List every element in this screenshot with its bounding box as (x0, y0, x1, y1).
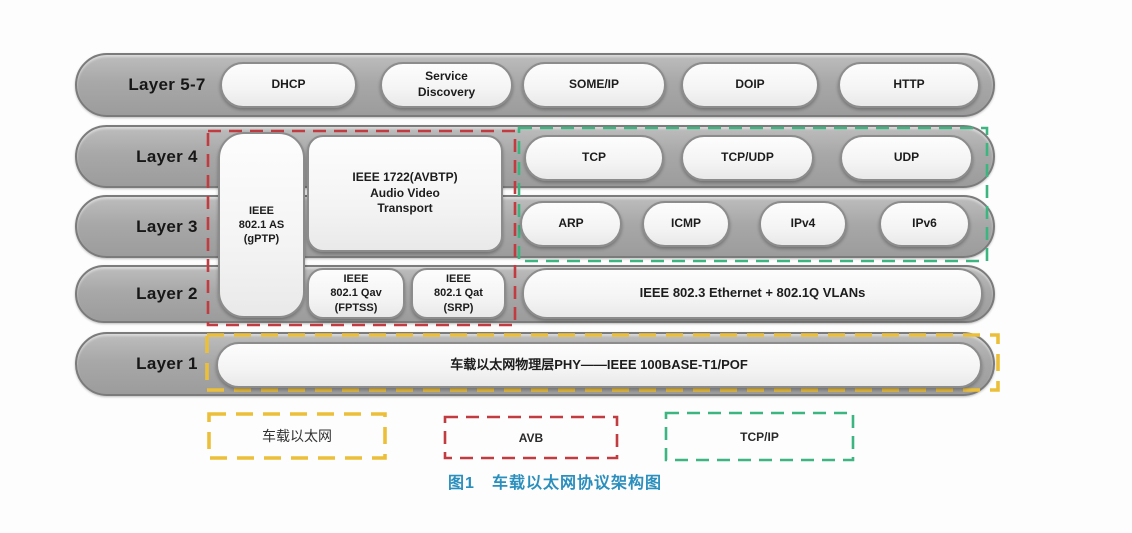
box-arp: ARP (520, 201, 622, 247)
legend-ethernet-label: 车载以太网 (262, 428, 332, 444)
box-service-discovery: Service Discovery (380, 62, 513, 108)
box-udp: UDP (840, 135, 973, 181)
box-tcp: TCP (524, 135, 664, 181)
box-avbtp: IEEE 1722(AVBTP) Audio Video Transport (307, 135, 503, 252)
box-http: HTTP (838, 62, 980, 108)
box-gptp: IEEE 802.1 AS (gPTP) (218, 132, 305, 318)
layer-label-1: Layer 1 (136, 354, 198, 373)
box-ipv6: IPv6 (879, 201, 970, 247)
layer-label-2: Layer 2 (136, 284, 198, 303)
box-qat: IEEE 802.1 Qat (SRP) (411, 268, 506, 319)
box-ethernet: IEEE 802.3 Ethernet + 802.1Q VLANs (522, 268, 983, 319)
box-some-ip: SOME/IP (522, 62, 666, 108)
legend-tcpip-label: TCP/IP (740, 429, 779, 444)
box-ipv4: IPv4 (759, 201, 847, 247)
box-doip: DOIP (681, 62, 819, 108)
layer-label-4: Layer 4 (136, 146, 198, 166)
box-phy: 车载以太网物理层PHY——IEEE 100BASE-T1/POF (216, 342, 982, 388)
layer-label-3: Layer 3 (136, 216, 198, 236)
box-icmp: ICMP (642, 201, 730, 247)
layer-label-5-7: Layer 5-7 (128, 75, 206, 94)
box-tcp-udp: TCP/UDP (681, 135, 814, 181)
box-dhcp: DHCP (220, 62, 357, 108)
box-qav: IEEE 802.1 Qav (FPTSS) (307, 268, 405, 319)
figure-caption: 图1 车载以太网协议架构图 (448, 475, 662, 492)
legend-avb-label: AVB (518, 430, 544, 445)
